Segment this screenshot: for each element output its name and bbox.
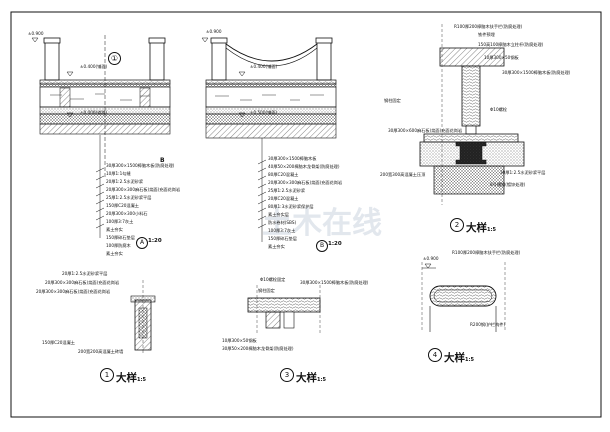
grid-marker: ①	[108, 52, 121, 65]
detail-number: 1	[100, 368, 114, 382]
detail-title: 大样1:5	[444, 352, 474, 364]
callout-label: 8号槽钢(镀锌处理)	[490, 182, 526, 187]
layer-label: 素土夯实	[106, 227, 123, 232]
layer-label: 25厚1:2.5水泥砂浆平层	[106, 195, 152, 200]
layer-label: 80厚1:3水泥砂浆保护层	[268, 204, 314, 209]
layer-label: 150厚碎石垫层	[106, 235, 135, 240]
callout-label: 10厚300×50钢板	[484, 55, 519, 60]
callout-label: 铁件预埋	[478, 32, 495, 37]
level-label: ±0.400(铺面)	[80, 64, 108, 69]
sheet-border	[10, 11, 602, 418]
detail-2-drawing	[419, 24, 525, 205]
layer-label: 10厚1:1勾缝	[106, 171, 131, 176]
layer-label: 素土夯实	[268, 244, 285, 249]
level-label: ±0.400(铺面)	[250, 64, 278, 69]
level-label: ±0.900	[28, 31, 44, 36]
callout-label: Φ10螺栓	[490, 107, 507, 112]
layer-label: 100厚防腐木	[106, 243, 131, 248]
layer-label: 20厚300×300麻石板(烧面)充面花岗岩	[268, 180, 343, 185]
detail-title: 大样1:5	[466, 222, 496, 234]
callout-label: 30厚1:2.5水泥砂浆平层	[500, 170, 546, 175]
detail-b-drawing	[201, 37, 337, 242]
detail-1-drawing	[130, 280, 156, 355]
callout-label: 150厚C20混凝土	[42, 340, 75, 345]
callout-label: 150高100樟脑木立柱杆(防腐处理)	[478, 42, 544, 47]
detail-a-drawing	[31, 35, 171, 238]
callout-label: 20厚300×300麻石板(烧面)充面花岗岩	[45, 280, 120, 285]
section-tag: A	[136, 237, 148, 249]
layer-label: 100厚3:7灰土	[106, 219, 134, 224]
section-scale: 1:20	[328, 241, 342, 247]
callout-label: R100厚200樟脑木扶手栏(防腐处理)	[452, 250, 521, 255]
callout-label: 30厚300×600麻石板(烧面)充面花岗岩	[388, 128, 463, 133]
callout-label: Φ10螺栓固定	[260, 277, 286, 282]
callout-label: 30厚50×200樟脑木龙骨架(防腐处理)	[222, 346, 294, 351]
layer-label: 素土夯实	[106, 251, 123, 256]
layer-label: 30厚300×1500樟脑木板	[268, 156, 317, 161]
callout-label: 200宽300高混凝土压顶	[380, 172, 426, 177]
layer-label: 150厚C20混凝土	[106, 203, 139, 208]
layer-label: 20厚300×300小料石	[106, 211, 148, 216]
detail-title: 大样1:5	[116, 372, 146, 384]
callout-label: 钢柱固定	[258, 288, 275, 293]
callout-label: 钢柱固定	[384, 98, 401, 103]
level-label: ±0.500(铺面)	[250, 110, 278, 115]
detail-title: 大样1:5	[296, 372, 326, 384]
detail-number: 2	[450, 218, 464, 232]
detail-3-drawing	[247, 285, 321, 335]
callout-label: 200宽200高混凝土砖墙	[78, 349, 124, 354]
detail-number: 3	[280, 368, 294, 382]
level-label: ±0.900	[423, 256, 439, 261]
callout-label: R100厚200樟脑木扶手栏(防腐处理)	[454, 24, 523, 29]
layer-label: 20厚300×300麻石板(烧面)充面花岗岩	[106, 187, 181, 192]
layer-label: 40厚50×200樟脑木龙骨架(防腐处理)	[268, 164, 340, 169]
section-tag: B	[316, 240, 328, 252]
detail-4-drawing	[421, 262, 506, 332]
layer-label: 素土夯实层	[268, 212, 289, 217]
callout-label: 10厚300×50钢板	[222, 338, 257, 343]
layer-label: 防水卷材(SBS)	[268, 220, 297, 225]
layer-label: 80厚C20混凝土	[268, 172, 299, 177]
callout-label: 30厚300×1500樟脑木板(防腐处理)	[502, 70, 571, 75]
layer-label: 20厚1:2.5水泥砂浆	[106, 179, 144, 184]
layer-label: 20厚C20混凝土	[268, 196, 299, 201]
callout-label: 30厚300×1500樟脑木板(防腐处理)	[300, 280, 369, 285]
callout-label: 20厚1:2.5水泥砂浆平层	[62, 271, 108, 276]
layer-label: 30厚300×1500樟脑木板(防腐处理)	[106, 163, 175, 168]
section-scale: 1:20	[148, 238, 162, 244]
layer-label: 100厚3:7灰土	[268, 228, 296, 233]
level-label: ±0.900	[206, 29, 222, 34]
level-label: ±0.000(道路)	[80, 110, 108, 115]
layer-label: 25厚1:2.5水泥砂浆	[268, 188, 306, 193]
layer-label: 150厚碎石垫层	[268, 236, 297, 241]
grid-marker: B	[160, 157, 165, 164]
callout-label: R200钢(护栏构件)	[470, 322, 506, 327]
callout-label: 20厚300×300麻石板(烧面)充面花岗岩	[36, 289, 111, 294]
detail-number: 4	[428, 348, 442, 362]
watermark-text: 土木在线	[262, 206, 382, 241]
